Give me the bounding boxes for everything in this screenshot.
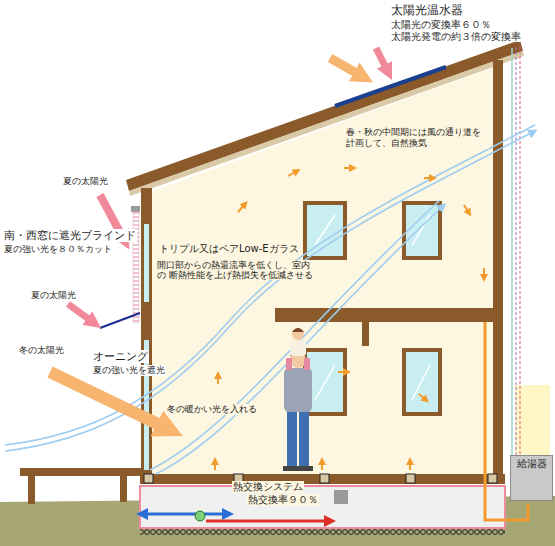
- pipe-dashed: [520, 46, 521, 455]
- outer-wall-line: [511, 48, 513, 455]
- joist: [488, 474, 497, 483]
- air-arrow: [238, 204, 245, 212]
- child-leg: [304, 358, 310, 370]
- glare: [412, 215, 430, 245]
- sun-arrow: [376, 48, 386, 68]
- air-arrow: [338, 371, 347, 373]
- window: [404, 203, 440, 258]
- warm-air: [215, 168, 484, 470]
- airflow-line: [156, 205, 444, 474]
- note-label: 熱交換率９０％: [247, 494, 319, 506]
- shoe: [298, 466, 313, 471]
- glass: [144, 224, 149, 302]
- airflow-line: [5, 125, 535, 445]
- node-text: 給湯器: [511, 456, 552, 470]
- sun-label: 夏の太陽光: [62, 176, 109, 187]
- right-wall: [493, 60, 503, 478]
- note-label: 夏の強い光を８０％カット: [3, 244, 113, 255]
- heading-label: 熱交換システム: [232, 481, 304, 493]
- joist: [406, 474, 415, 483]
- heading-label: オーニング: [92, 350, 149, 363]
- heater-box: 給湯器: [510, 455, 553, 501]
- pipe-dashed: [516, 47, 517, 455]
- sun-arrow: [50, 372, 162, 426]
- airflow-line: [150, 200, 440, 470]
- heading-label: トリプル又はペアLow-Eガラス: [158, 243, 300, 255]
- windows: [305, 203, 440, 414]
- floor-joists: [144, 474, 497, 483]
- exhaust-pipe: [206, 520, 330, 523]
- child-leg: [286, 358, 292, 370]
- sun-label: 夏の太陽光: [30, 290, 77, 301]
- air-arrow: [424, 177, 433, 179]
- note-label: 冬の暖かい光を入れる: [166, 404, 258, 415]
- joist: [144, 474, 153, 483]
- air-arrow: [409, 461, 411, 470]
- insulation-coil: [140, 527, 505, 535]
- air-arrow: [419, 394, 426, 400]
- air-arrow: [344, 167, 353, 169]
- second-floor: [275, 308, 495, 322]
- left-wall: [141, 188, 152, 478]
- deck-leg: [28, 476, 35, 504]
- airflow: [5, 125, 535, 474]
- note-label: 夏の強い光を遮光: [92, 365, 166, 376]
- house-interior: [150, 67, 495, 478]
- note-label: 太陽光発電の約３倍の変換率: [390, 31, 522, 42]
- joist: [320, 474, 329, 483]
- note-label: 太陽光の変換率６０％: [390, 19, 492, 30]
- exchanger-unit: [334, 490, 348, 504]
- shirt: [284, 368, 312, 412]
- airflow-line: [5, 131, 535, 451]
- air-arrow: [483, 268, 485, 278]
- child-body: [290, 340, 306, 356]
- fan-icon: [195, 511, 205, 521]
- child-hair: [292, 328, 304, 332]
- foundation: [140, 486, 505, 528]
- air-arrow: [321, 461, 323, 470]
- note-label: 開口部からの熱還流率を低くし、室内の 断熱性能を上げ熱損失を低減させる: [156, 260, 318, 280]
- air-arrow: [214, 461, 216, 470]
- window: [404, 350, 440, 414]
- note-label: 春・秋の中間期には風の通り道を 計画して、自然換気: [345, 127, 489, 149]
- leg: [299, 410, 309, 466]
- glare: [315, 365, 335, 400]
- roof-insulation: [129, 51, 524, 196]
- sun-label: 冬の太陽光: [18, 345, 65, 356]
- air-arrow: [464, 205, 469, 213]
- sun-arrow: [330, 58, 358, 74]
- post: [362, 322, 369, 346]
- shoe: [283, 466, 298, 471]
- floor: [140, 474, 505, 484]
- air-arrow: [288, 171, 297, 176]
- heading-label: 南・西窓に遮光ブラインド: [3, 229, 137, 242]
- awning: [100, 313, 140, 328]
- air-arrow: [217, 375, 219, 384]
- supply-pipe: [142, 513, 228, 516]
- sun-arrow: [68, 304, 90, 320]
- blind-box: [131, 206, 140, 212]
- heading-label: 太陽光温水器: [390, 3, 464, 17]
- child-head: [292, 328, 304, 340]
- deck-leg: [120, 476, 127, 502]
- glare: [412, 365, 430, 400]
- person: [283, 328, 313, 471]
- leg: [287, 410, 297, 466]
- deck: [20, 468, 141, 476]
